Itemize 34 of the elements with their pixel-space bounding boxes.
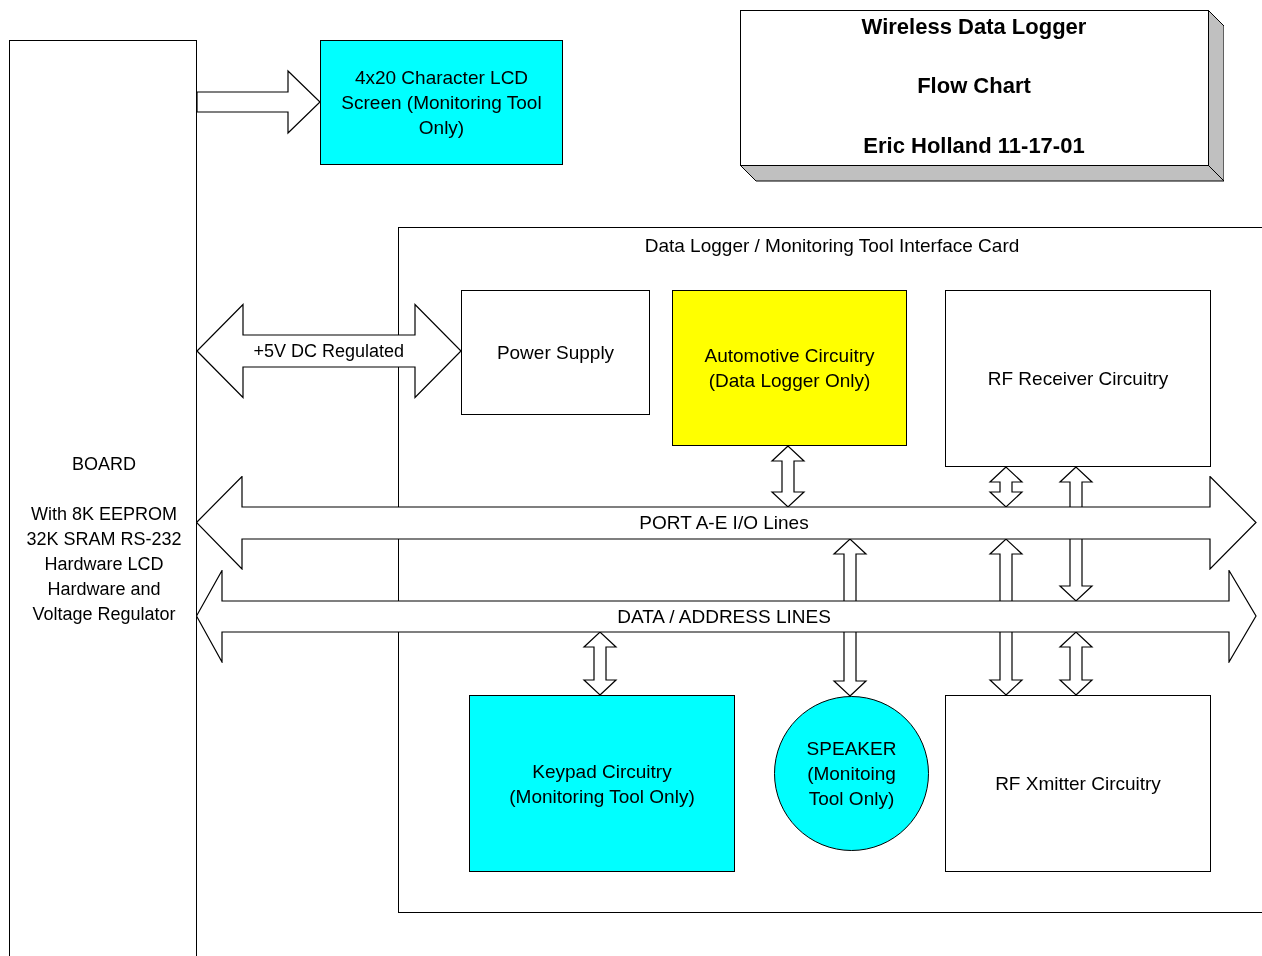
keypad-circuitry-box [469, 695, 735, 872]
box-label: SPEAKER (Monitoing Tool Only) [805, 737, 898, 811]
double-block-arrow [770, 445, 806, 508]
block-arrow [196, 69, 321, 135]
lcd-screen-box [320, 40, 563, 165]
box-label: Automotive Circuitry (Data Logger Only) [703, 344, 876, 393]
double-block-arrow [1058, 466, 1094, 602]
title-text: Wireless Data Logger [860, 14, 1088, 39]
card-title: Data Logger / Monitoring Tool Interface Card [643, 234, 1021, 258]
box-label: Keypad Circuitry (Monitoring Tool Only) [508, 759, 696, 809]
edge-label: +5V DC Regulated [252, 341, 406, 361]
bus-label: DATA / ADDRESS LINES [616, 604, 832, 629]
power-supply-box [461, 290, 650, 415]
io-bus-band [196, 476, 1257, 570]
board-label: With 8K EEPROM 32K SRAM RS-232 Hardware LCD Hardware and Voltage Regulator [25, 503, 183, 626]
bus-label: PORT A-E I/O Lines [638, 511, 810, 535]
title-text: Flow Chart [916, 73, 1032, 98]
board-label: BOARD [71, 453, 137, 476]
board-box [9, 40, 197, 956]
box-label: RF Receiver Circuitry [986, 367, 1170, 391]
double-block-arrow [832, 538, 868, 697]
data-bus-band [196, 570, 1257, 663]
double-block-arrow [988, 538, 1024, 696]
double-block-arrow [988, 466, 1024, 508]
title-box [740, 10, 1224, 182]
title-text: Eric Holland 11-17-01 [862, 133, 1086, 158]
box-label: 4x20 Character LCD Screen (Monitoring Tool Only) [340, 66, 543, 140]
double-block-arrow [582, 631, 618, 696]
automotive-circuitry-box [672, 290, 907, 446]
double-block-arrow [1058, 631, 1094, 696]
box-label: Power Supply [495, 341, 616, 365]
rf-xmitter-box [945, 695, 1211, 872]
box-label: RF Xmitter Circuitry [994, 772, 1162, 796]
rf-receiver-box [945, 290, 1211, 467]
